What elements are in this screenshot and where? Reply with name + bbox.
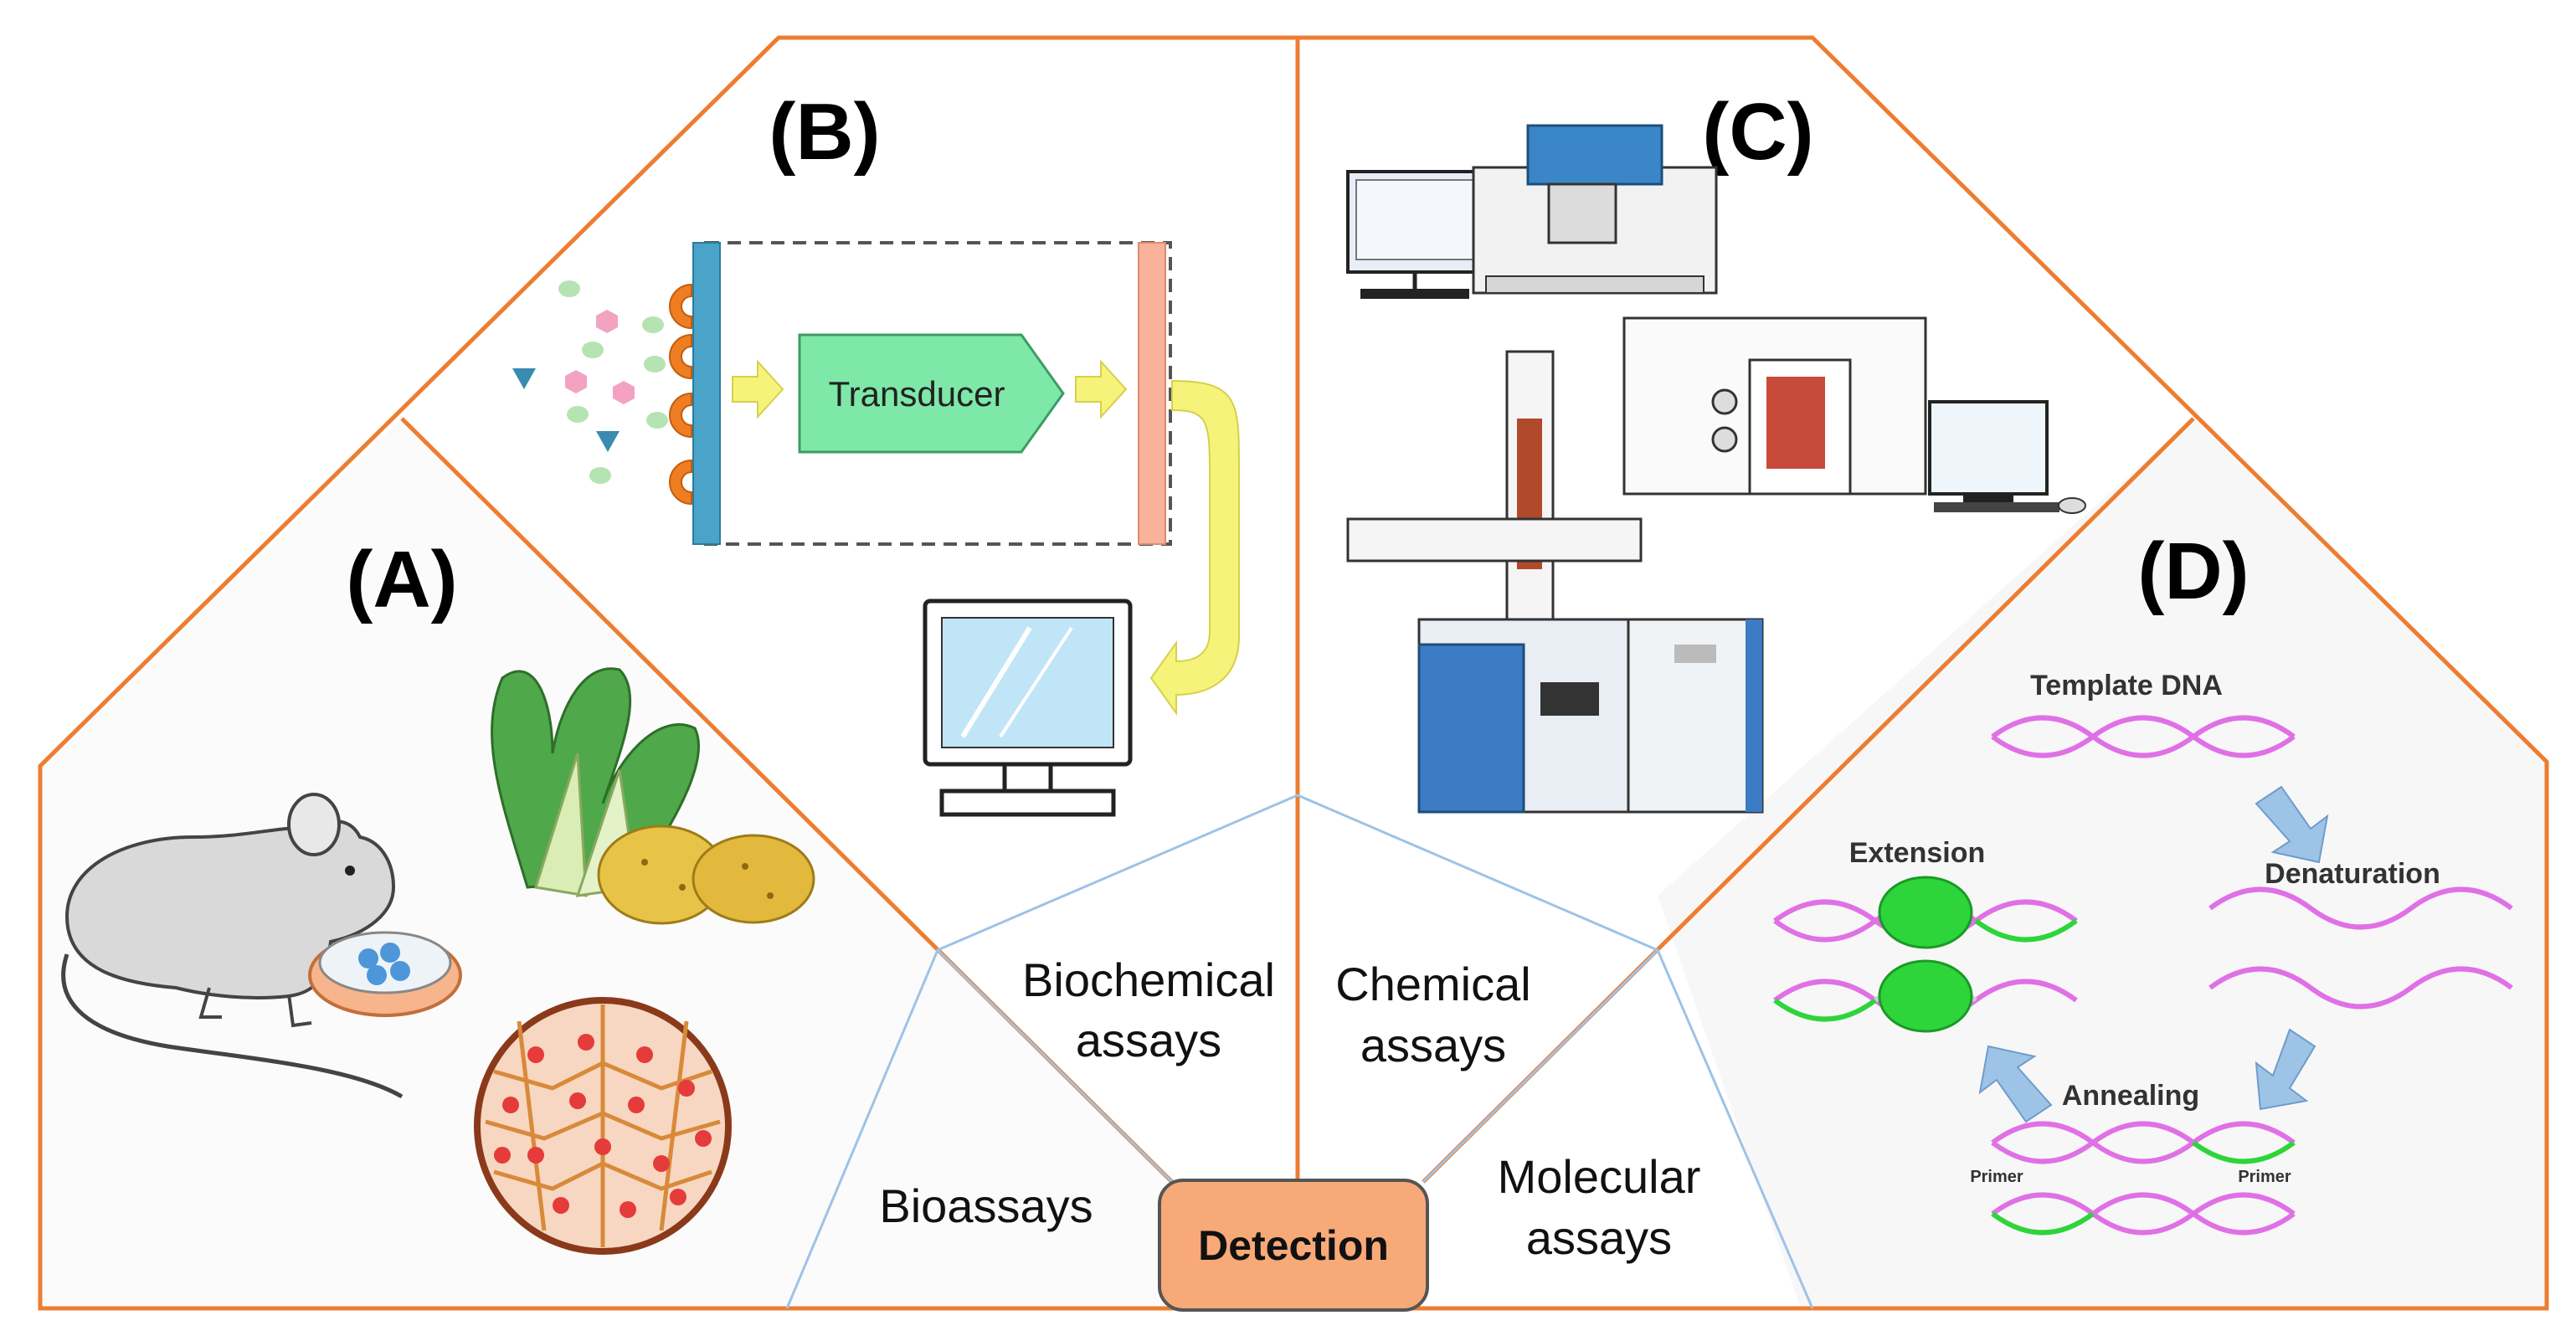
pcr-arrow-extend — [1978, 1045, 2053, 1123]
signal-arrow — [1149, 379, 1240, 717]
molecular-assays-line1: Molecular — [1498, 1150, 1701, 1203]
panel-label-b: (B) — [769, 87, 880, 177]
transducer-label: Transducer — [829, 374, 1005, 414]
panel-label-d: (D) — [2137, 527, 2249, 616]
biosensor-schematic: Transducer — [512, 241, 1240, 817]
chemical-assays-line1: Chemical — [1335, 958, 1530, 1010]
pcr-extension-label: Extension — [1849, 837, 1985, 869]
computer-monitor-icon — [923, 599, 1133, 817]
pcr-primer-right-label: Primer — [2238, 1168, 2291, 1186]
mouse-icon — [61, 793, 404, 1099]
panel-label-a: (A) — [346, 535, 457, 624]
receptor-cup — [669, 459, 692, 506]
pcr-arrow-anneal — [2255, 1028, 2316, 1111]
transducer-box — [798, 333, 1065, 454]
dna-single-strand — [2208, 886, 2513, 930]
potato-icon — [597, 825, 815, 925]
pcr-template-label: Template DNA — [2030, 670, 2223, 701]
chemical-assays-line2: assays — [1360, 1019, 1506, 1071]
receptor-cup — [669, 283, 692, 330]
molecular-assays-line2: assays — [1526, 1211, 1672, 1264]
flow-arrow — [1075, 359, 1128, 419]
bioassays-label: Bioassays — [879, 1179, 1093, 1232]
pcr-denaturation-label: Denaturation — [2265, 858, 2440, 890]
assay-divider-right — [1422, 948, 1659, 1184]
assay-divider-lines — [785, 794, 1814, 1309]
pcr-cycle: Template DNA Denaturation Annealing Prim… — [1773, 670, 2513, 1236]
assay-divider-left — [936, 948, 1174, 1184]
biochemical-assays-line1: Biochemical — [1022, 953, 1275, 1006]
cell-tissue-icon — [474, 997, 732, 1255]
dna-single-strand — [2208, 966, 2513, 1010]
analyte-particles — [512, 280, 668, 484]
food-dish-icon — [308, 931, 462, 1017]
polymerase-icon — [1878, 876, 1973, 1033]
pcr-arrow-denature — [2255, 785, 2329, 864]
outer-border — [38, 35, 2549, 1311]
detection-box — [1158, 1179, 1429, 1312]
bioreceptor-layer — [692, 242, 721, 545]
receptor-cup — [669, 392, 692, 439]
dna-annealed-icon — [1991, 1121, 2296, 1236]
dna-template-icon — [1991, 715, 2296, 758]
mass-spectrometer-icon — [1346, 124, 1718, 299]
flow-arrow — [732, 359, 784, 419]
detection-label: Detection — [1198, 1222, 1389, 1269]
pcr-annealing-label: Annealing — [2062, 1080, 2199, 1112]
laboratory-instrument-icon — [1622, 316, 2086, 514]
panel-d-shade — [1658, 419, 2545, 1306]
pcr-primer-left-label: Primer — [1970, 1168, 2023, 1186]
gas-chromatograph-icon — [1346, 350, 1764, 814]
receptor-cups — [669, 283, 692, 506]
panel-label-c: (C) — [1702, 87, 1813, 177]
biochemical-assays-line2: assays — [1076, 1014, 1221, 1066]
receptor-cup — [669, 333, 692, 380]
output-layer — [1138, 242, 1166, 545]
